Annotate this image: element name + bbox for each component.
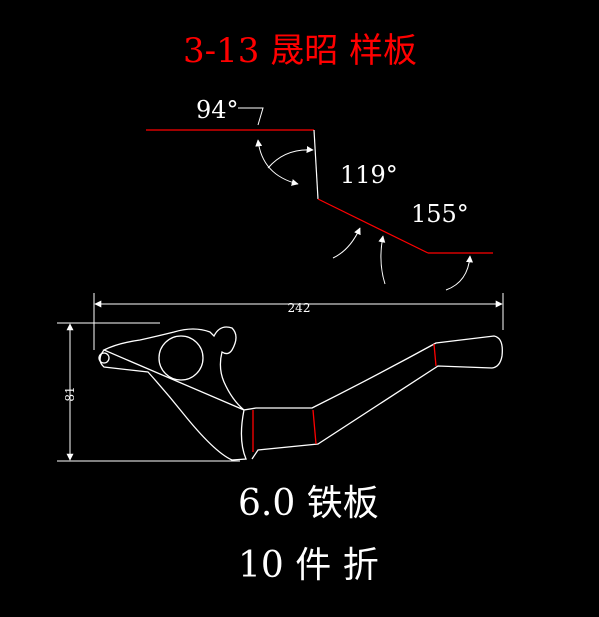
part-center-hole bbox=[158, 335, 204, 381]
profile-segment-2 bbox=[317, 198, 429, 254]
angle-label-155: 155° bbox=[411, 200, 469, 228]
drawing-title: 3-13 晟昭 样板 bbox=[183, 31, 417, 71]
material-note: 6.0 铁板 bbox=[238, 483, 379, 524]
angle-155-arc-b bbox=[378, 235, 386, 285]
flat-bend-lines bbox=[252, 343, 437, 452]
angle-label-119: 119° bbox=[340, 161, 398, 189]
height-dimension-label: 81 bbox=[63, 386, 77, 401]
angle-annotations bbox=[238, 107, 474, 291]
angle-94-arc bbox=[255, 139, 299, 186]
angle-155-arc-c bbox=[445, 255, 474, 291]
angle-119-arc bbox=[267, 146, 314, 169]
profile-segment-1 bbox=[313, 129, 319, 200]
part-outline bbox=[99, 326, 503, 461]
part-pivot-hole bbox=[98, 352, 110, 364]
bend-line-3 bbox=[433, 343, 437, 367]
angle-label-94: 94° bbox=[196, 96, 239, 124]
bend-line-2 bbox=[312, 409, 317, 445]
angle-94-leader bbox=[238, 107, 264, 126]
width-dimension bbox=[93, 293, 504, 350]
height-dimension bbox=[57, 322, 240, 462]
quantity-note: 10 件 折 bbox=[238, 545, 379, 586]
width-dimension-label: 242 bbox=[288, 301, 311, 315]
flat-pattern-part bbox=[98, 326, 503, 461]
angle-155-arc-a bbox=[332, 227, 361, 259]
bend-profile bbox=[146, 129, 493, 254]
